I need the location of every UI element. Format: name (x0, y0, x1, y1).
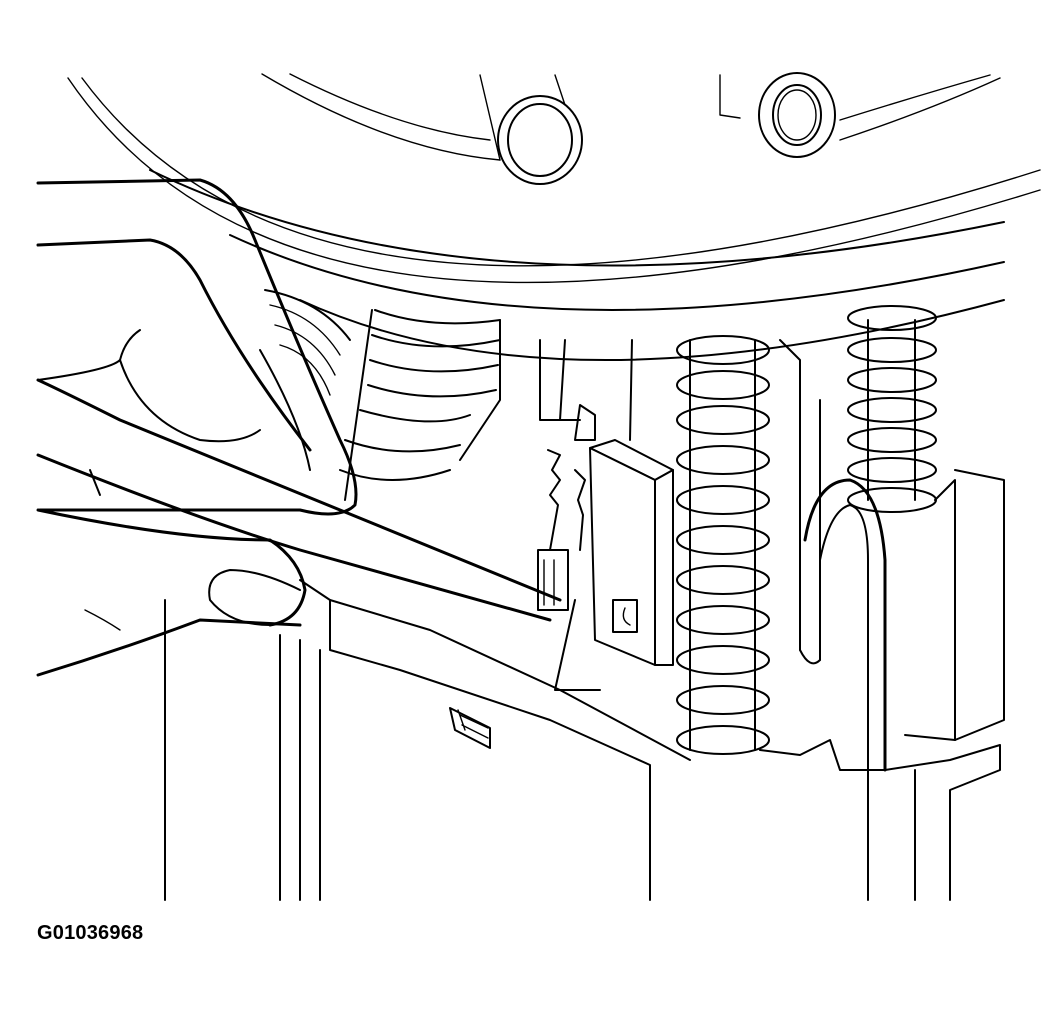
coil-spring-center (676, 335, 770, 755)
coil-spring-right (847, 305, 937, 513)
cover-fitting-left (479, 74, 583, 185)
vent-slot (449, 707, 491, 749)
figure-id-label: G01036968 (37, 922, 144, 944)
flat-tool (36, 378, 562, 622)
cover-fitting-right (719, 72, 836, 158)
guide-rod-and-hose (779, 339, 887, 772)
reservoir-body (164, 469, 1005, 901)
electrical-connector (554, 439, 674, 691)
module-cover-flange (67, 73, 1041, 361)
hand-upper (36, 178, 358, 516)
corrugated-hose (264, 289, 501, 501)
hand-lower (36, 508, 307, 677)
connector-harness (537, 339, 633, 611)
